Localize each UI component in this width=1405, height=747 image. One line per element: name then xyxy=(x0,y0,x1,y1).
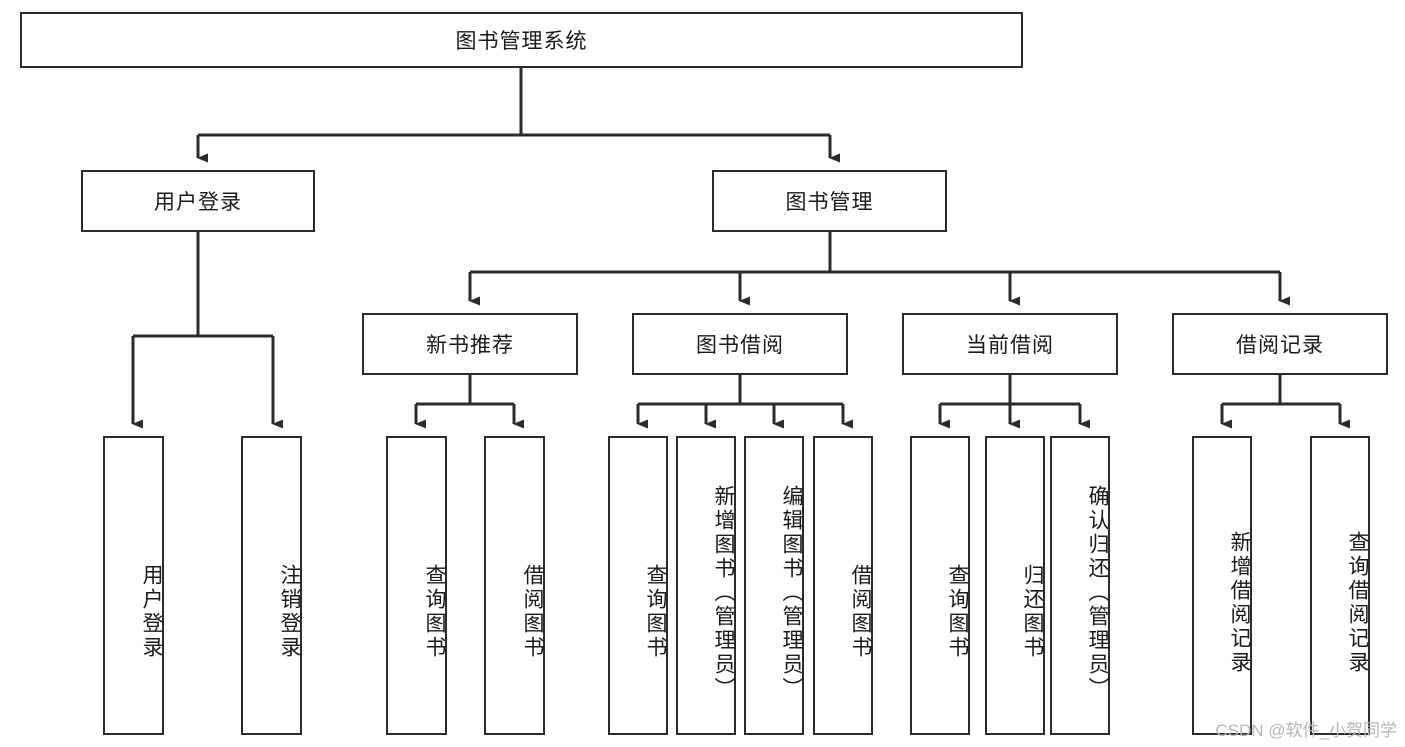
node-new-book-recommend[interactable]: 新书推荐 xyxy=(362,313,578,375)
node-leaf-add-book-admin-label: 新增图书（管理员） xyxy=(712,484,735,701)
node-leaf-logout[interactable]: 注销登录 xyxy=(241,436,302,735)
node-leaf-return-book-label: 归还图书 xyxy=(1021,563,1044,660)
node-book-manage[interactable]: 图书管理 xyxy=(712,170,947,232)
node-leaf-query-borrow-record[interactable]: 查询借阅记录 xyxy=(1310,436,1370,735)
node-leaf-user-login-label: 用户登录 xyxy=(140,563,163,660)
node-leaf-edit-book-admin[interactable]: 编辑图书（管理员） xyxy=(744,436,804,735)
edge-borrow-record-to-leaves xyxy=(1220,375,1350,429)
node-borrow-record[interactable]: 借阅记录 xyxy=(1172,313,1388,375)
node-leaf-user-login[interactable]: 用户登录 xyxy=(103,436,164,735)
node-leaf-borrow-book-1[interactable]: 借阅图书 xyxy=(484,436,545,735)
node-leaf-query-book-3[interactable]: 查询图书 xyxy=(910,436,970,735)
node-book-borrow-label: 图书借阅 xyxy=(696,334,784,357)
node-leaf-edit-book-admin-label: 编辑图书（管理员） xyxy=(780,484,803,701)
node-new-book-recommend-label: 新书推荐 xyxy=(426,334,514,357)
node-leaf-borrow-book-2[interactable]: 借阅图书 xyxy=(813,436,873,735)
node-root-label: 图书管理系统 xyxy=(455,30,588,53)
node-root[interactable]: 图书管理系统 xyxy=(20,12,1023,68)
node-leaf-add-book-admin[interactable]: 新增图书（管理员） xyxy=(676,436,736,735)
node-leaf-query-book-2[interactable]: 查询图书 xyxy=(608,436,668,735)
node-user-login-label: 用户登录 xyxy=(154,191,242,214)
edge-root-to-level2 xyxy=(196,68,840,163)
edge-new-book-recommend-to-leaves xyxy=(414,375,524,429)
node-leaf-add-borrow-record-label: 新增借阅记录 xyxy=(1228,530,1251,675)
edge-user-login-to-leaves xyxy=(131,232,283,429)
node-user-login[interactable]: 用户登录 xyxy=(81,170,315,232)
node-leaf-query-book-3-label: 查询图书 xyxy=(946,563,969,660)
node-leaf-query-book-1-label: 查询图书 xyxy=(423,563,446,660)
csdn-watermark: CSDN @软件_小贺同学 xyxy=(1215,721,1397,740)
edge-book-borrow-to-leaves xyxy=(636,375,853,429)
node-borrow-record-label: 借阅记录 xyxy=(1236,334,1324,357)
edge-book-manage-to-level3 xyxy=(468,232,1290,306)
node-leaf-add-borrow-record[interactable]: 新增借阅记录 xyxy=(1192,436,1252,735)
node-leaf-logout-label: 注销登录 xyxy=(278,563,301,660)
node-leaf-query-borrow-record-label: 查询借阅记录 xyxy=(1346,530,1369,675)
node-book-borrow[interactable]: 图书借阅 xyxy=(632,313,848,375)
node-book-manage-label: 图书管理 xyxy=(785,191,874,214)
node-leaf-return-book[interactable]: 归还图书 xyxy=(985,436,1045,735)
node-current-borrow[interactable]: 当前借阅 xyxy=(902,313,1118,375)
node-leaf-confirm-return-admin[interactable]: 确认归还（管理员） xyxy=(1050,436,1110,735)
edge-current-borrow-to-leaves xyxy=(938,375,1090,429)
node-current-borrow-label: 当前借阅 xyxy=(966,334,1054,357)
node-leaf-borrow-book-2-label: 借阅图书 xyxy=(849,563,872,660)
node-leaf-query-book-1[interactable]: 查询图书 xyxy=(386,436,447,735)
node-leaf-confirm-return-admin-label: 确认归还（管理员） xyxy=(1086,484,1109,701)
node-leaf-borrow-book-1-label: 借阅图书 xyxy=(521,563,544,660)
node-leaf-query-book-2-label: 查询图书 xyxy=(644,563,667,660)
